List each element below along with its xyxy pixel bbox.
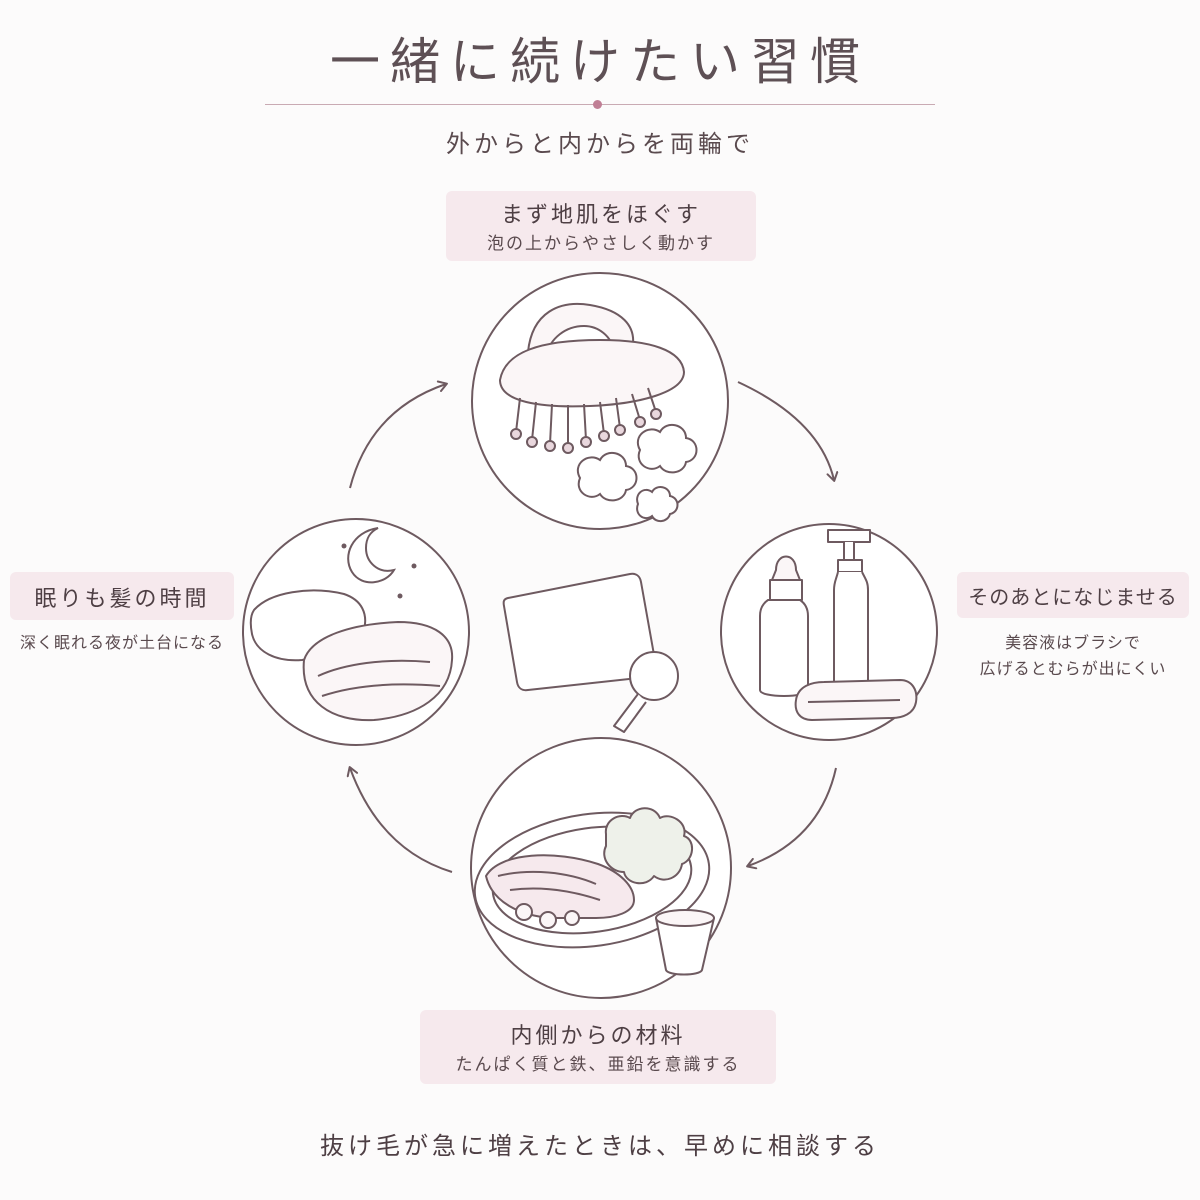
moon-icon xyxy=(347,527,397,584)
serum-step-label: そのあとになじませる xyxy=(957,572,1189,618)
blanket-icon xyxy=(302,621,454,722)
nutrition-step-heading: 内側からの材料 xyxy=(510,1024,686,1049)
title-divider-dot xyxy=(593,100,602,109)
serum-step-detail-line-1: 美容液はブラシで xyxy=(1005,633,1141,652)
page-subtitle: 外からと内からを両輪で xyxy=(446,130,754,158)
nutrition-step-detail: たんぱく質と鉄、亜鉛を意識する xyxy=(455,1055,741,1075)
serum-step-detail: 美容液はブラシで 広げるとむらが出にくい xyxy=(950,630,1196,682)
serum-bottles-icon xyxy=(759,529,871,697)
drink-cup-icon xyxy=(655,909,715,976)
cycle-arrow-bottom-right xyxy=(746,767,837,870)
star-icons xyxy=(341,543,417,599)
serum-step-detail-line-2: 広げるとむらが出にくい xyxy=(979,659,1167,678)
scalp-step-detail: 泡の上からやさしく動かす xyxy=(487,234,715,254)
page-title: 一緒に続けたい習慣 xyxy=(330,33,870,91)
sleep-step-label: 眠りも髪の時間 xyxy=(10,572,234,620)
footer-note: 抜け毛が急に増えたときは、早めに相談する xyxy=(320,1132,880,1160)
sleep-step-detail: 深く眠れる夜が土台になる xyxy=(19,633,224,652)
scalp-step-heading: まず地肌をほぐす xyxy=(500,203,701,228)
nutrition-plate-icon xyxy=(473,807,711,949)
scalp-brush-icon xyxy=(499,303,685,454)
cycle-arrow-top-right xyxy=(737,381,839,482)
foam-icon xyxy=(577,423,698,522)
card-magnifier-icon xyxy=(502,572,679,733)
towel-icon xyxy=(794,679,918,721)
nutrition-step-label: 内側からの材料 たんぱく質と鉄、亜鉛を意識する xyxy=(420,1010,776,1084)
scalp-step-label: まず地肌をほぐす 泡の上からやさしく動かす xyxy=(446,191,756,261)
cycle-arrow-top-left xyxy=(349,380,448,489)
serum-step-heading: そのあとになじませる xyxy=(968,585,1178,609)
sleep-step-heading: 眠りも髪の時間 xyxy=(34,587,210,612)
cycle-arrow-bottom-left xyxy=(346,766,453,873)
